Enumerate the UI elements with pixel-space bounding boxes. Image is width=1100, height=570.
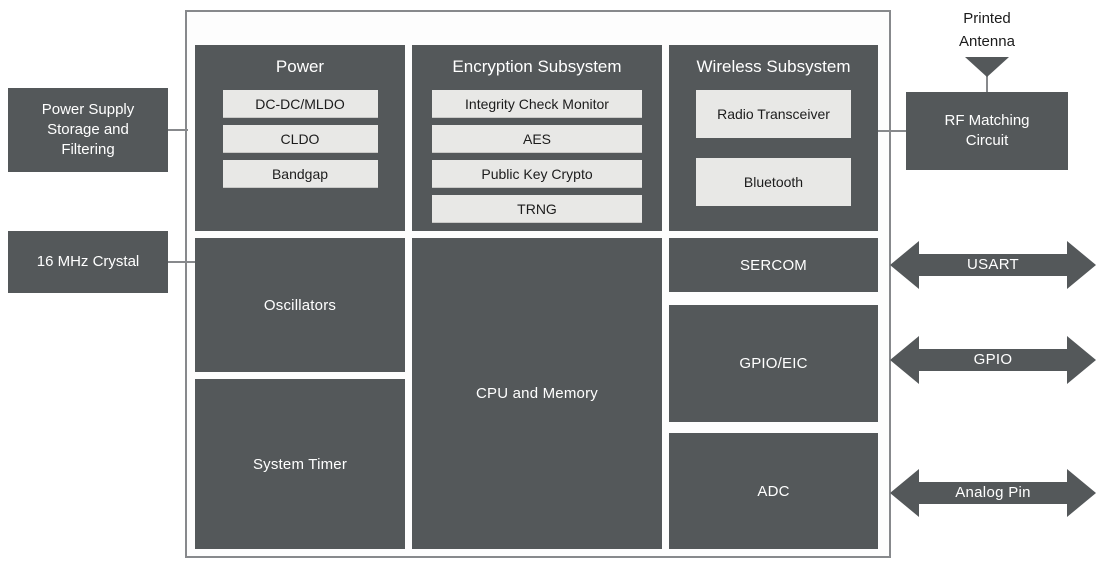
power-item: DC-DC/MLDO xyxy=(222,90,378,118)
adc-label: ADC xyxy=(757,482,790,500)
encryption-item: Public Key Crypto xyxy=(432,160,642,188)
crystal-label: 16 MHz Crystal xyxy=(36,252,140,270)
double-arrow-icon xyxy=(890,336,1096,384)
oscillators-block: Oscillators xyxy=(195,238,405,372)
encryption-item: TRNG xyxy=(432,195,642,223)
connector-line-rf xyxy=(878,130,907,132)
power-item: CLDO xyxy=(222,125,378,153)
power-supply-label: Power Supply Storage and Filtering xyxy=(41,100,135,159)
sercom-block: SERCOM xyxy=(669,238,878,292)
gpio-eic-block: GPIO/EIC xyxy=(669,305,878,422)
wireless-item: Bluetooth xyxy=(696,158,851,206)
rf-matching-label: RF Matching Circuit xyxy=(944,111,1030,149)
wireless-item: Radio Transceiver xyxy=(696,90,851,138)
power-subsystem-title: Power xyxy=(275,57,325,76)
power-subsystem-block: Power DC-DC/MLDO CLDO Bandgap xyxy=(195,45,405,231)
gpio-arrow-label: GPIO xyxy=(973,351,1013,368)
cpu-memory-label: CPU and Memory xyxy=(475,385,598,402)
sercom-label: SERCOM xyxy=(739,256,808,274)
encryption-item: Integrity Check Monitor xyxy=(432,90,642,118)
encryption-subsystem-title: Encryption Subsystem xyxy=(452,57,622,76)
double-arrow-icon xyxy=(890,241,1096,289)
encryption-item: AES xyxy=(432,125,642,153)
oscillators-label: Oscillators xyxy=(263,296,337,314)
connector-line-power xyxy=(168,129,188,131)
wireless-subsystem-title: Wireless Subsystem xyxy=(696,57,851,76)
cpu-memory-block: CPU and Memory xyxy=(412,238,662,549)
wireless-subsystem-block: Wireless Subsystem Radio Transceiver Blu… xyxy=(669,45,878,231)
analog-pin-arrow-label: Analog Pin xyxy=(955,484,1031,501)
gpio-arrow: GPIO xyxy=(890,335,1096,385)
rf-matching-box: RF Matching Circuit xyxy=(906,92,1068,170)
system-timer-block: System Timer xyxy=(195,379,405,549)
usart-arrow-label: USART xyxy=(966,256,1020,273)
double-arrow-icon xyxy=(890,469,1096,517)
encryption-subsystem-block: Encryption Subsystem Integrity Check Mon… xyxy=(412,45,662,231)
crystal-box: 16 MHz Crystal xyxy=(8,231,168,293)
adc-block: ADC xyxy=(669,433,878,549)
analog-pin-arrow: Analog Pin xyxy=(890,468,1096,518)
connector-line-crystal xyxy=(168,261,197,263)
power-supply-box: Power Supply Storage and Filtering xyxy=(8,88,168,172)
antenna-icon xyxy=(965,57,1009,77)
power-item: Bandgap xyxy=(222,160,378,188)
printed-antenna-label: Printed Antenna xyxy=(959,10,1015,50)
gpio-eic-label: GPIO/EIC xyxy=(739,355,808,372)
system-timer-label: System Timer xyxy=(252,455,348,473)
usart-arrow: USART xyxy=(890,240,1096,290)
